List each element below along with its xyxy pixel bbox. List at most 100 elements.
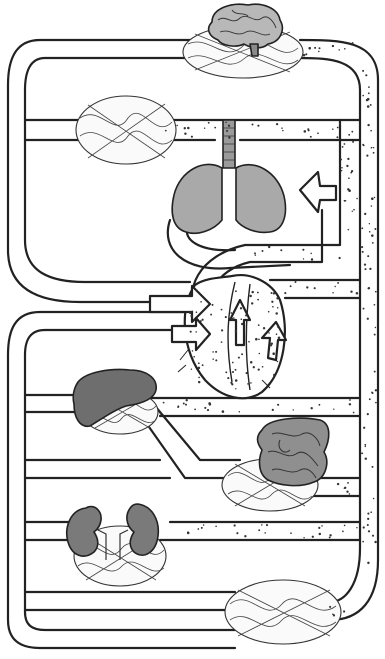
blood-dot xyxy=(238,357,240,359)
blood-dot xyxy=(262,250,264,252)
blood-dot xyxy=(194,409,196,411)
blood-dot xyxy=(228,136,230,138)
blood-dot xyxy=(365,457,367,459)
blood-dot xyxy=(195,331,197,333)
blood-dot xyxy=(319,47,321,49)
blood-dot xyxy=(235,330,237,332)
blood-dot xyxy=(364,263,366,265)
blood-dot xyxy=(344,525,346,527)
blood-dot xyxy=(207,409,209,411)
blood-dot xyxy=(189,311,192,314)
blood-dot xyxy=(375,402,377,404)
blood-dot xyxy=(306,286,308,288)
blood-dot xyxy=(361,227,363,229)
blood-dot xyxy=(163,402,165,404)
blood-dot xyxy=(371,147,373,149)
blood-dot xyxy=(367,105,370,108)
blood-dot xyxy=(253,366,255,368)
blood-dot xyxy=(183,403,185,405)
blood-dot xyxy=(347,188,349,190)
blood-dot xyxy=(201,527,203,529)
blood-dot xyxy=(361,246,363,248)
blood-dot xyxy=(363,427,365,429)
blood-dot xyxy=(367,255,369,257)
blood-dot xyxy=(278,337,281,340)
blood-dot xyxy=(343,610,345,612)
blood-dot xyxy=(221,341,223,343)
blood-dot xyxy=(290,532,292,534)
blood-dot xyxy=(272,409,274,411)
blood-dot xyxy=(280,249,282,251)
blood-dot xyxy=(205,338,207,340)
blood-dot xyxy=(303,258,304,259)
blood-dot xyxy=(349,399,351,401)
blood-dot xyxy=(255,254,257,256)
blood-dot xyxy=(365,74,367,76)
blood-dot xyxy=(314,287,316,289)
blood-dot xyxy=(292,409,293,410)
blood-dot xyxy=(212,304,214,306)
blood-dot xyxy=(339,123,341,125)
blood-dot xyxy=(329,534,331,536)
blood-dot xyxy=(341,167,343,169)
blood-dot xyxy=(314,47,316,49)
blood-dot xyxy=(204,407,206,409)
blood-dot xyxy=(350,290,352,292)
blood-dot xyxy=(215,526,217,528)
blood-dot xyxy=(349,403,351,405)
blood-dot xyxy=(200,301,202,303)
blood-dot xyxy=(252,124,254,126)
blood-dot xyxy=(344,488,345,489)
blood-dot xyxy=(369,223,370,224)
blood-dot xyxy=(198,381,200,383)
blood-dot xyxy=(225,122,226,123)
blood-dot xyxy=(346,491,348,493)
blood-dot xyxy=(192,350,194,352)
blood-dot xyxy=(227,377,229,379)
blood-dot xyxy=(190,315,192,317)
blood-dot xyxy=(332,128,334,130)
blood-dot xyxy=(239,411,241,413)
blood-dot xyxy=(368,530,370,532)
blood-dot xyxy=(271,342,273,344)
blood-dot xyxy=(241,353,243,355)
blood-dot xyxy=(212,351,214,353)
blood-dot xyxy=(251,291,253,293)
blood-dot xyxy=(258,338,260,340)
blood-dot xyxy=(209,403,212,406)
blood-dot xyxy=(276,297,278,299)
blood-dot xyxy=(198,362,200,364)
blood-dot xyxy=(361,452,363,454)
blood-dot xyxy=(235,290,237,292)
blood-dot xyxy=(367,524,369,526)
blood-dot xyxy=(351,170,353,172)
blood-dot xyxy=(247,383,249,385)
blood-dot xyxy=(250,361,253,364)
blood-dot xyxy=(370,130,372,132)
blood-dot xyxy=(186,399,188,401)
blood-dot xyxy=(276,123,278,125)
blood-dot xyxy=(187,127,190,130)
blood-dot xyxy=(221,309,223,311)
blood-dot xyxy=(231,318,234,321)
blood-dot xyxy=(348,229,350,231)
blood-dot xyxy=(367,318,369,320)
blood-dot xyxy=(336,136,338,138)
blood-dot xyxy=(184,127,186,129)
blood-dot xyxy=(329,536,331,538)
blood-dot xyxy=(369,231,371,233)
blood-dot xyxy=(305,53,307,55)
blood-dot xyxy=(362,144,364,146)
blood-dot xyxy=(226,130,228,132)
blood-dot xyxy=(308,129,310,131)
blood-dot xyxy=(375,327,376,328)
blood-dot xyxy=(192,310,194,312)
blood-dot xyxy=(366,155,368,157)
blood-dot xyxy=(364,213,366,215)
blood-dot xyxy=(251,302,253,304)
blood-dot xyxy=(248,341,250,343)
blood-dot xyxy=(342,531,344,533)
blood-dot xyxy=(347,482,349,484)
blood-dot xyxy=(187,532,190,535)
blood-dot xyxy=(367,98,370,101)
